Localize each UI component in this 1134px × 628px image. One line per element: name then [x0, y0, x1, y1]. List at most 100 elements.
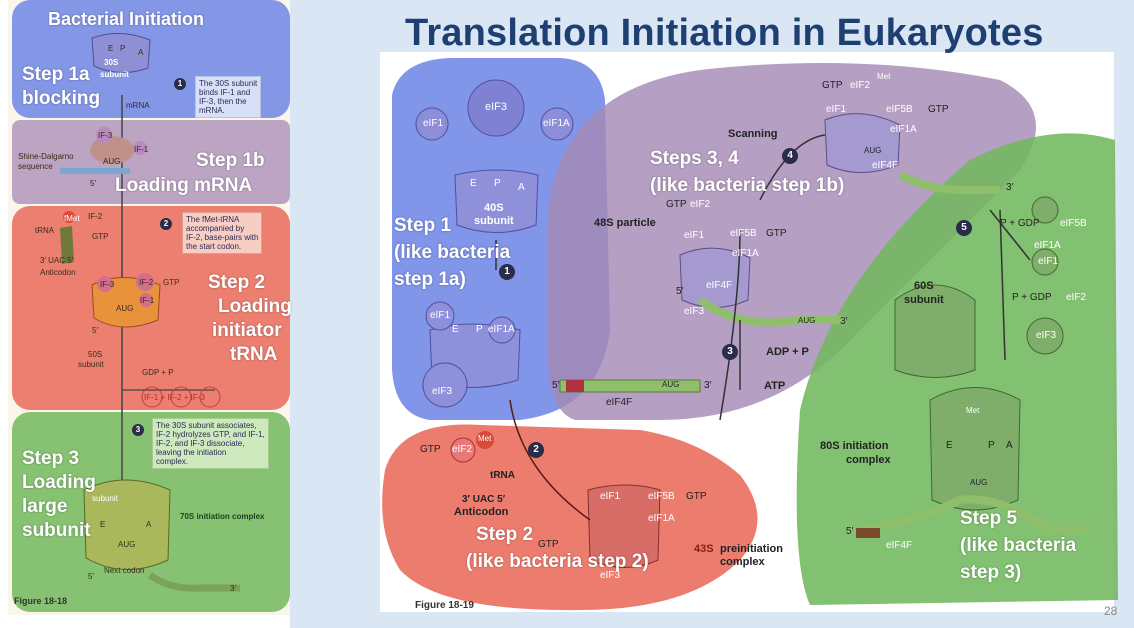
if3-shape-step2 [97, 276, 113, 292]
lbl-mrna: mRNA [126, 101, 150, 110]
lbl-eif1-43s: eIF1 [600, 491, 621, 502]
mrna-80s [859, 495, 1090, 534]
lbl-gtp-ribo: GTP [163, 278, 180, 287]
lbl-uac-left: 3′ UAC 5′ [40, 256, 74, 265]
slide-title: Translation Initiation in Eukaryotes [405, 12, 1044, 54]
lbl-eif5b-48s: eIF5B [730, 228, 757, 239]
if3-released [199, 386, 221, 408]
lbl-eif1-scan: eIF1 [826, 104, 847, 115]
lbl-eif1a-48s: eIF1A [732, 248, 759, 259]
arrow-step5 [999, 209, 1006, 361]
lbl-gdp: GDP + P [142, 368, 174, 377]
bact-note-2: The fMet-tRNA accompanied by IF-2, base-… [182, 212, 263, 254]
euk-marker-5: 5 [956, 220, 972, 236]
lbl-met-scan: Met [877, 72, 891, 81]
lbl-eif3-top: eIF3 [485, 101, 508, 113]
euk-marker-4: 4 [782, 148, 798, 164]
mrna-scanning [898, 171, 1000, 194]
page-number: 28 [1104, 604, 1118, 618]
bact-step2-line1: Step 2 [208, 272, 266, 293]
lbl-gtp-scan-b: GTP [928, 104, 949, 115]
euk-step1-line2: (like bacteria [394, 242, 511, 263]
lbl-gtp-step2: GTP [420, 444, 441, 455]
lbl-5prime-80s: 5′ [846, 526, 854, 537]
fmet-shape [63, 211, 75, 223]
lbl-shine-1: Shine-Dalgarno [18, 152, 74, 161]
arrow-step2-to-3 [719, 229, 741, 421]
bact-step3-line2: Loading [22, 472, 96, 493]
arrow-step2 [509, 399, 591, 521]
bact-marker-1: 1 [174, 78, 186, 90]
lbl-60s: 60S [914, 280, 934, 292]
lbl-e-40s: E [470, 178, 477, 189]
lbl-30s-subunit: subunit [100, 70, 129, 79]
lbl-eif4f-step3: eIF4F [606, 397, 633, 408]
lbl-e-70s: E [100, 520, 106, 529]
note3-line4: leaving the initiation [156, 448, 227, 457]
lbl-p-80s: P [988, 440, 995, 451]
euk-step5-line3: step 3) [960, 562, 1022, 583]
lbl-40s: 40S [484, 202, 504, 214]
lbl-eif1-bound: eIF1 [430, 310, 451, 321]
lbl-if3-1b: IF-3 [98, 131, 113, 140]
cap-step3 [566, 380, 584, 392]
lbl-eif2-scan: eIF2 [850, 80, 871, 91]
left-figure-caption: Figure 18-18 [14, 596, 68, 606]
lbl-a-40s: A [518, 182, 525, 193]
lbl-eif5b-released: eIF5B [1060, 218, 1087, 229]
bact-step3-line3: large [22, 496, 68, 517]
lbl-a-80s: A [1006, 440, 1013, 451]
euk-step1-line3: step 1a) [394, 269, 466, 290]
lbl-aug-48s: AUG [798, 316, 816, 325]
ribosome-43s [587, 484, 661, 568]
eif1a-shape-top [540, 107, 574, 141]
lbl-30s: 30S [104, 58, 119, 67]
lbl-3prime-70s: 3′ [230, 584, 236, 593]
lbl-50s: 50S [88, 350, 103, 359]
note1-line4: mRNA. [199, 106, 225, 115]
lbl-gtp-48s-b: GTP [766, 228, 787, 239]
cap-step5 [856, 528, 880, 538]
lbl-eif2-released: eIF2 [1066, 292, 1087, 303]
eif1-shape-bound [425, 301, 455, 331]
lbl-p-40s: P [494, 178, 501, 189]
euk-step2-line1: Step 2 [476, 524, 534, 545]
lbl-uac-step2: 3′ UAC 5′ [462, 494, 506, 505]
bact-step2-line3: initiator [212, 320, 282, 341]
lbl-aug-1b: AUG [103, 157, 121, 166]
lbl-40s-subunit: subunit [474, 215, 514, 227]
lbl-eif1-top: eIF1 [423, 118, 444, 129]
bact-step1b-line1: Step 1b [196, 150, 265, 171]
note3-line2: IF-2 hydrolyzes GTP, and IF-1, [156, 430, 265, 439]
eif1-shape-top [415, 107, 449, 141]
lbl-shine-2: sequence [18, 162, 53, 171]
lbl-eif3-bound: eIF3 [432, 386, 453, 397]
lbl-70s-complex: 70S initiation complex [180, 512, 265, 521]
lbl-80s-line1: 80S initiation [820, 440, 889, 452]
lbl-5prime-48s: 5′ [676, 286, 684, 297]
eif1a-shape-bound [488, 316, 516, 344]
eif3-shape-top [467, 79, 525, 137]
lbl-eif3-48s: eIF3 [684, 306, 705, 317]
lbl-eif1-released: eIF1 [1038, 256, 1059, 267]
lbl-3prime-scan: 3′ [1006, 182, 1014, 193]
met-shape-step2 [476, 431, 494, 449]
note3-line1: The 30S subunit associates, [156, 421, 257, 430]
mrna-bar-1b [60, 168, 130, 174]
lbl-eif1-48s: eIF1 [684, 230, 705, 241]
euk-step34-line1: Steps 3, 4 [650, 148, 739, 169]
ribosome-1b [90, 136, 134, 164]
if1-shape-1b [133, 141, 147, 155]
lbl-if3-ribo: IF-3 [100, 280, 115, 289]
lbl-eif1a-bound: eIF1A [488, 324, 515, 335]
eif1-released [1031, 248, 1059, 276]
lbl-met-80s: Met [966, 406, 980, 415]
lbl-scanning: Scanning [728, 128, 778, 140]
euk-step5-line2: (like bacteria [960, 535, 1077, 556]
lbl-aug-scan: AUG [864, 146, 882, 155]
lbl-gtp-43s: GTP [686, 491, 707, 502]
lbl-if1-ribo: IF-1 [140, 296, 155, 305]
lbl-50s-subunit: subunit [78, 360, 104, 369]
euk-marker-1: 1 [499, 264, 515, 280]
